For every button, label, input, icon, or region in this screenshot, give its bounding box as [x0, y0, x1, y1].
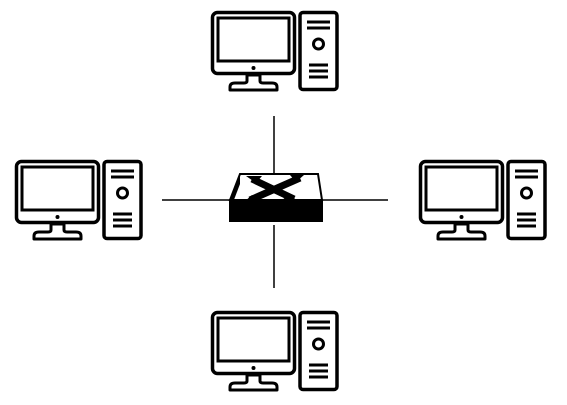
desktop-computer-icon — [418, 159, 547, 241]
desktop-computer-icon — [210, 10, 339, 92]
connection-links — [162, 116, 388, 288]
desktop-computer-icon — [210, 310, 339, 392]
network-switch-icon — [228, 173, 324, 222]
desktop-computer-icon — [14, 159, 143, 241]
